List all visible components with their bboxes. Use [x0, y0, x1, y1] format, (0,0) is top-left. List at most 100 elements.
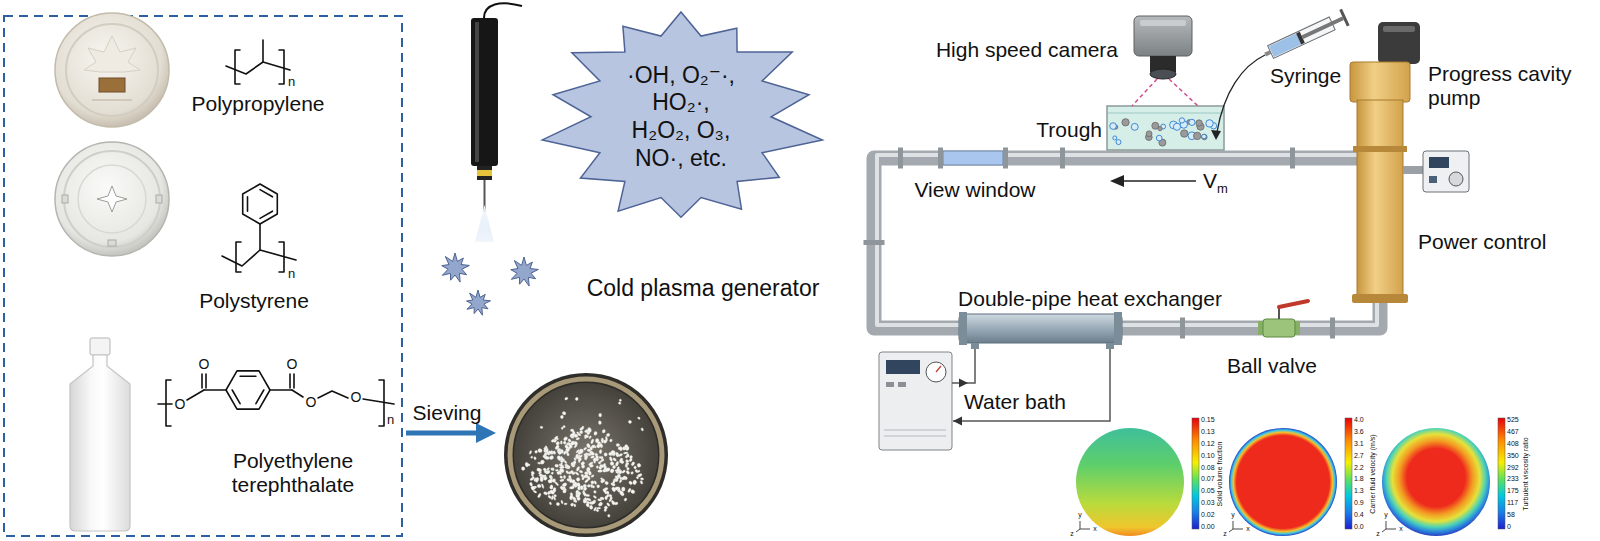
chemical-structure — [256, 390, 264, 404]
plastic-particles — [587, 449, 591, 452]
polymer-name: Polystyrene — [199, 289, 309, 313]
plastic-particles — [607, 514, 611, 518]
velocity-subscript: m — [1217, 182, 1228, 197]
plastic-particles — [554, 436, 559, 441]
plastic-particles — [612, 457, 617, 461]
plastic-particles — [624, 498, 628, 502]
plastic-particles — [548, 495, 552, 499]
plastic-particles — [561, 500, 564, 504]
plastic-particles — [576, 431, 579, 434]
trough — [1107, 106, 1224, 150]
high-speed-camera — [1169, 79, 1198, 106]
pp-lid-photo — [99, 78, 125, 92]
progressive-cavity-pump — [1353, 146, 1407, 152]
heat-exchanger — [971, 343, 979, 349]
plastic-particles — [563, 490, 566, 493]
cfd-contour — [1229, 428, 1337, 536]
plastic-particles — [541, 483, 544, 488]
plastic-particles — [525, 462, 529, 467]
colorbar-tick: 233 — [1507, 475, 1519, 483]
water-line — [953, 417, 962, 426]
plastic-particles — [574, 481, 578, 485]
ps-lid-photo — [156, 195, 162, 203]
power-control-box — [1429, 176, 1437, 183]
plastic-particles — [628, 420, 632, 424]
water-line — [952, 349, 975, 383]
trough-particles — [1156, 135, 1162, 141]
chemical-structure — [262, 40, 264, 62]
pet-bottle-photo — [70, 355, 130, 531]
colorbar-tick: 1.8 — [1354, 475, 1364, 483]
plastic-particles — [559, 466, 564, 468]
colorbar-tick: 4.0 — [1354, 416, 1364, 424]
plastic-particles — [585, 502, 590, 507]
plastic-particles — [590, 439, 594, 445]
chemical-structure — [289, 374, 291, 388]
plastic-particles — [580, 485, 583, 490]
plastic-particles — [605, 467, 611, 472]
plastic-particles — [589, 464, 593, 468]
water-line — [953, 349, 1110, 421]
axis-label: z — [1223, 530, 1227, 538]
pet-bottle-photo — [90, 338, 110, 355]
repeat-subscript: n — [288, 267, 295, 282]
chemical-structure — [204, 389, 226, 391]
plastic-particles — [588, 471, 592, 475]
plastic-particles — [598, 470, 603, 473]
plastic-particles — [615, 452, 618, 455]
plastic-particles — [615, 461, 619, 467]
plastic-particles — [585, 452, 588, 455]
plastic-particles — [544, 447, 547, 451]
plastic-particles — [564, 503, 567, 505]
atom-label: O — [351, 389, 362, 405]
trough-particles — [1202, 134, 1207, 139]
device-name: Cold plasma generator — [587, 275, 820, 301]
chemical-structure — [232, 390, 240, 404]
colorbar-tick: 350 — [1507, 452, 1519, 460]
plastic-particles — [621, 487, 625, 491]
water-bath — [936, 366, 941, 372]
plastic-particles — [530, 456, 533, 459]
chemical-structure — [279, 242, 284, 272]
plastic-particles — [565, 464, 568, 469]
plastic-particles — [555, 469, 558, 471]
chemical-structure — [270, 389, 292, 391]
plastic-particles — [584, 497, 587, 501]
syringe — [1261, 9, 1349, 63]
sieve-photo — [504, 373, 668, 537]
sieving-arrow — [406, 431, 478, 436]
chemical-structure — [292, 390, 303, 397]
plastic-particles — [597, 507, 601, 509]
colorbar-tick: 0.10 — [1201, 452, 1215, 460]
plastic-particles — [624, 444, 629, 449]
trough-particles — [1116, 140, 1121, 145]
pp-lid-photo — [92, 99, 132, 101]
plastic-particles — [573, 460, 577, 464]
plastic-particles — [594, 480, 598, 484]
flow-arrow — [1110, 175, 1196, 187]
plastic-particles — [630, 489, 635, 494]
plastic-particles — [640, 478, 644, 481]
plastic-particles — [610, 482, 614, 486]
plastic-particles — [549, 475, 552, 478]
species-list: ·OH, O₂⁻·, HO₂·, H₂O₂, O₃, NO·, etc. — [621, 62, 741, 172]
plastic-particles — [612, 465, 617, 470]
pipe-loop — [1290, 148, 1295, 169]
plastic-particles — [563, 436, 568, 441]
plastic-particles — [553, 496, 556, 500]
flow-arrow — [1122, 180, 1196, 182]
plastic-particles — [601, 438, 604, 443]
plastic-particles — [563, 475, 566, 479]
colorbar-tick: 117 — [1507, 499, 1518, 507]
plastic-particles — [587, 427, 592, 433]
trough-particles — [1110, 118, 1217, 146]
plastic-particles — [583, 447, 587, 451]
plastic-particles — [596, 484, 600, 488]
cfd-contour — [1382, 428, 1490, 536]
water-bath — [879, 352, 952, 450]
pipe-loop — [1180, 318, 1185, 339]
pipe-loop — [864, 240, 885, 245]
syringe — [1217, 55, 1265, 132]
plastic-particles — [560, 479, 565, 482]
trough-particles — [1181, 130, 1188, 137]
